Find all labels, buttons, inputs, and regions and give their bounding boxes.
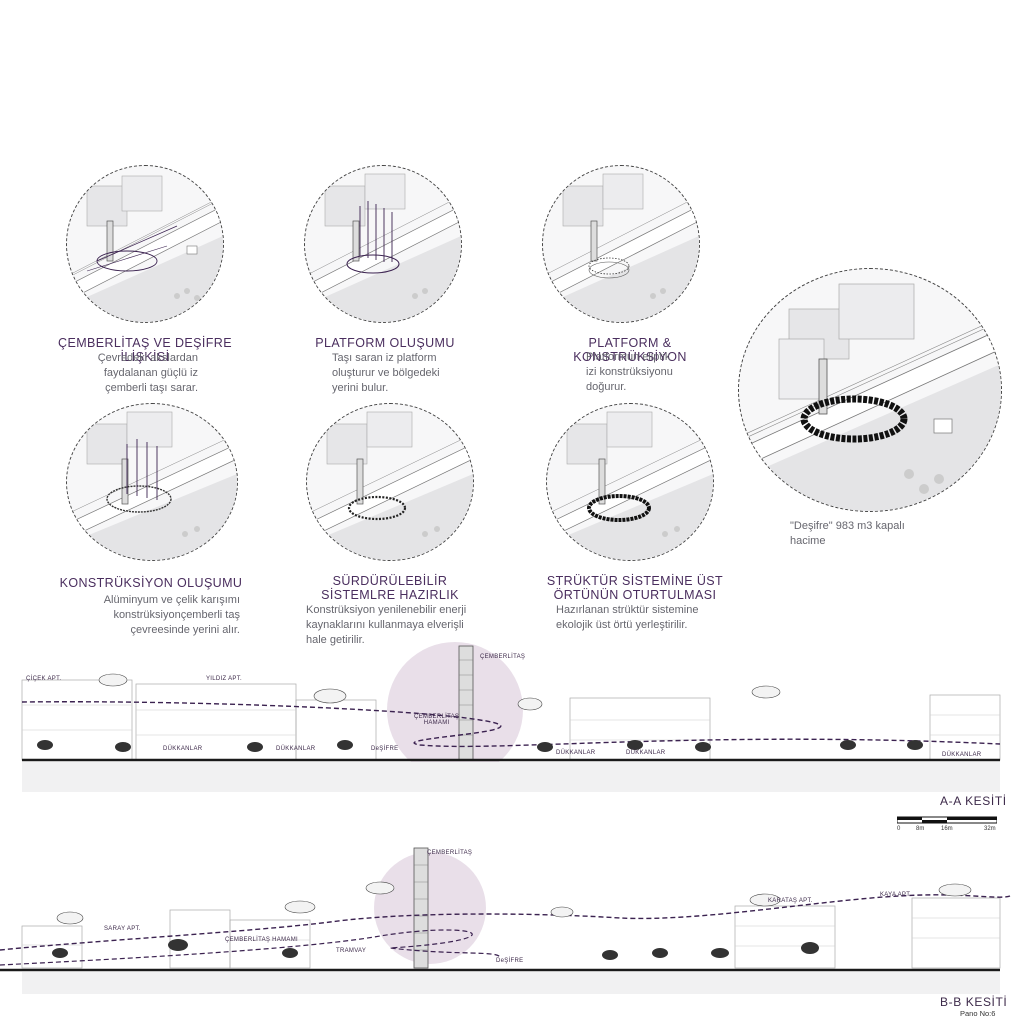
label-yildiz-apt: YILDIZ APT. <box>206 676 242 682</box>
label-dukkanlar-3: DÜKKANLAR <box>556 750 596 756</box>
step-6-diagram <box>546 403 714 561</box>
step-4-diagram <box>66 403 238 561</box>
final-diagram <box>738 268 1002 512</box>
step-1-desc: Çevredeki akslardan faydalanan güçlü iz … <box>97 352 198 394</box>
label-cemberlitas-aa: ÇEMBERLİTAŞ <box>480 654 526 660</box>
label-karatas-apt: KARATAŞ APT. <box>768 898 813 904</box>
label-dukkanlar-4: DÜKKANLAR <box>626 750 666 756</box>
step-3-title: PLATFORM & KONSTRÜKSİYON <box>573 336 687 364</box>
label-dukkanlar-1: DÜKKANLAR <box>163 746 203 752</box>
step-5-title: SÜRDÜRÜLEBİLİR SİSTEMLRE HAZIRLIK <box>321 574 459 602</box>
step-4-title: KONSTRÜKSİYON OLUŞUMU <box>59 576 243 590</box>
step-1-diagram <box>66 165 224 323</box>
step-6-desc: Hazırlanan strüktür sistemine ekolojik ü… <box>556 604 699 631</box>
step-2-diagram <box>304 165 462 323</box>
section-bb-drawing <box>0 847 1011 994</box>
scale-tick-32: 32m <box>984 826 996 832</box>
label-dukkanlar-2: DÜKKANLAR <box>276 746 316 752</box>
step-5-desc: Konstrüksiyon yenilenebilir enerji kayna… <box>306 604 467 646</box>
section-bb-title: B-B KESİTİ <box>940 995 1008 1009</box>
label-cicek-apt: ÇİÇEK APT. <box>26 676 62 682</box>
step-3-diagram <box>542 165 700 323</box>
scale-bar <box>897 816 997 824</box>
axonometric-diagram-icon <box>67 411 237 560</box>
section-aa-title: A-A KESİTİ <box>940 794 1007 808</box>
axonometric-diagram-icon <box>543 173 699 322</box>
step-5-diagram <box>306 403 474 561</box>
axonometric-diagram-icon <box>307 411 473 560</box>
pano-number: Pano No:6 <box>960 1009 996 1018</box>
step-2-title: PLATFORM OLUŞUMU <box>315 336 455 350</box>
label-cemberlitas-bb: ÇEMBERLİTAŞ <box>427 850 473 856</box>
step-6-title: STRÜKTÜR SİSTEMİNE ÜST ÖRTÜNÜN OTURTULMA… <box>546 574 724 602</box>
label-dukkanlar-5: DÜKKANLAR <box>942 752 982 758</box>
axonometric-diagram-icon <box>739 283 1001 511</box>
axonometric-diagram-icon <box>67 175 223 322</box>
label-hamam-bb: ÇEMBERLİTAŞ HAMAMI <box>225 937 298 943</box>
label-saray-apt: SARAY APT. <box>104 926 141 932</box>
scale-tick-0: 0 <box>897 826 901 832</box>
section-aa-drawing <box>21 642 1001 792</box>
step-3-desc: Platformun eliptik izi konstrüksiyonu do… <box>586 351 673 393</box>
step-2-desc: Taşı saran iz platform oluşturur ve bölg… <box>332 352 440 394</box>
scale-tick-8: 8m <box>916 826 925 832</box>
label-hamam-aa: ÇEMBERLİTAŞ HAMAMI <box>414 714 460 726</box>
label-desifre-aa: DeŞİFRE <box>371 746 399 752</box>
scale-tick-16: 16m <box>941 826 953 832</box>
axonometric-diagram-icon <box>305 173 461 322</box>
axonometric-diagram-icon <box>547 411 713 560</box>
step-1-title: ÇEMBERLİTAŞ VE DEŞİFRE İLİŞKİSİ <box>58 336 232 364</box>
label-kaya-apt: KAYA APT. <box>880 892 912 898</box>
label-tramvay: TRAMVAY <box>336 948 367 954</box>
step-4-desc: Alüminyum ve çelik karışımı konstrüksiyo… <box>103 594 240 636</box>
label-desifre-bb: DeŞİFRE <box>496 958 524 964</box>
final-desc: "Deşifre" 983 m3 kapalı hacime <box>790 520 905 547</box>
